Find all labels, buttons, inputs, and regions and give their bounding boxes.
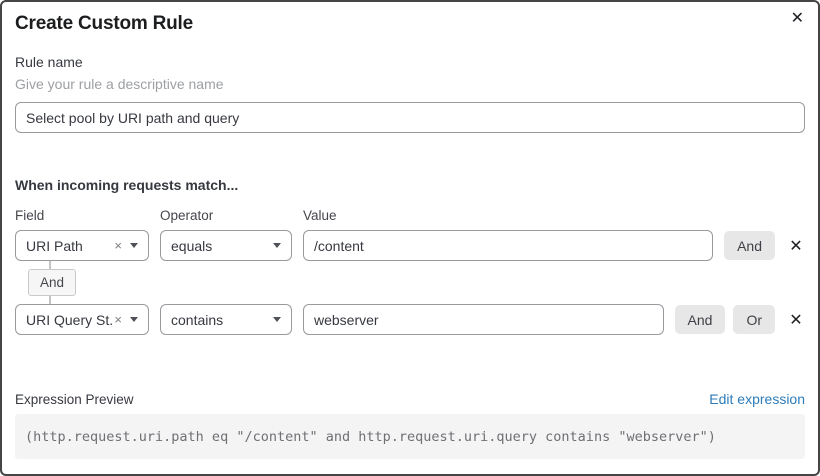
operator-column-label: Operator — [160, 208, 214, 223]
expression-preview-label: Expression Preview — [15, 392, 134, 407]
condition-connector: And — [15, 261, 805, 304]
add-and-condition-button[interactable]: And — [674, 305, 726, 334]
chevron-down-icon — [130, 317, 138, 322]
clear-selection-icon[interactable]: × — [114, 238, 122, 253]
edit-expression-link[interactable]: Edit expression — [709, 391, 805, 407]
clear-selection-icon[interactable]: × — [114, 312, 122, 327]
value-column-label: Value — [303, 208, 337, 223]
builder-column-headers: Field Operator Value — [15, 207, 805, 224]
rule-name-label: Rule name — [15, 54, 83, 70]
and-connector-badge: And — [28, 269, 77, 296]
value-input[interactable] — [303, 304, 664, 335]
condition-row: URI Query St... × contains And Or ✕ — [15, 304, 805, 335]
chevron-down-icon — [273, 317, 281, 322]
remove-condition-icon[interactable]: ✕ — [789, 237, 803, 255]
rule-name-input[interactable] — [15, 102, 805, 133]
chevron-down-icon — [273, 243, 281, 248]
remove-condition-icon[interactable]: ✕ — [789, 311, 803, 329]
expression-code: (http.request.uri.path eq "/content" and… — [25, 428, 716, 445]
expression-preview-header: Expression Preview Edit expression — [15, 391, 805, 408]
match-section-heading: When incoming requests match... — [15, 177, 239, 193]
expression-code-block: (http.request.uri.path eq "/content" and… — [15, 414, 805, 459]
operator-select[interactable]: equals — [160, 230, 292, 261]
add-or-condition-button[interactable]: Or — [733, 305, 775, 334]
chevron-down-icon — [130, 243, 138, 248]
field-select-value: URI Path — [26, 237, 83, 254]
field-column-label: Field — [15, 208, 45, 223]
operator-select-value: equals — [171, 237, 213, 254]
rule-name-helper: Give your rule a descriptive name — [15, 76, 224, 92]
value-input[interactable] — [303, 230, 714, 261]
field-select[interactable]: URI Query St... × — [15, 304, 149, 335]
operator-select-value: contains — [171, 311, 224, 328]
condition-row: URI Path × equals And ✕ — [15, 230, 805, 261]
close-icon[interactable]: ✕ — [790, 10, 804, 27]
field-select[interactable]: URI Path × — [15, 230, 149, 261]
add-and-condition-button[interactable]: And — [724, 231, 775, 260]
field-select-value: URI Query St... — [26, 311, 115, 328]
dialog-title: Create Custom Rule — [15, 13, 193, 34]
operator-select[interactable]: contains — [160, 304, 292, 335]
